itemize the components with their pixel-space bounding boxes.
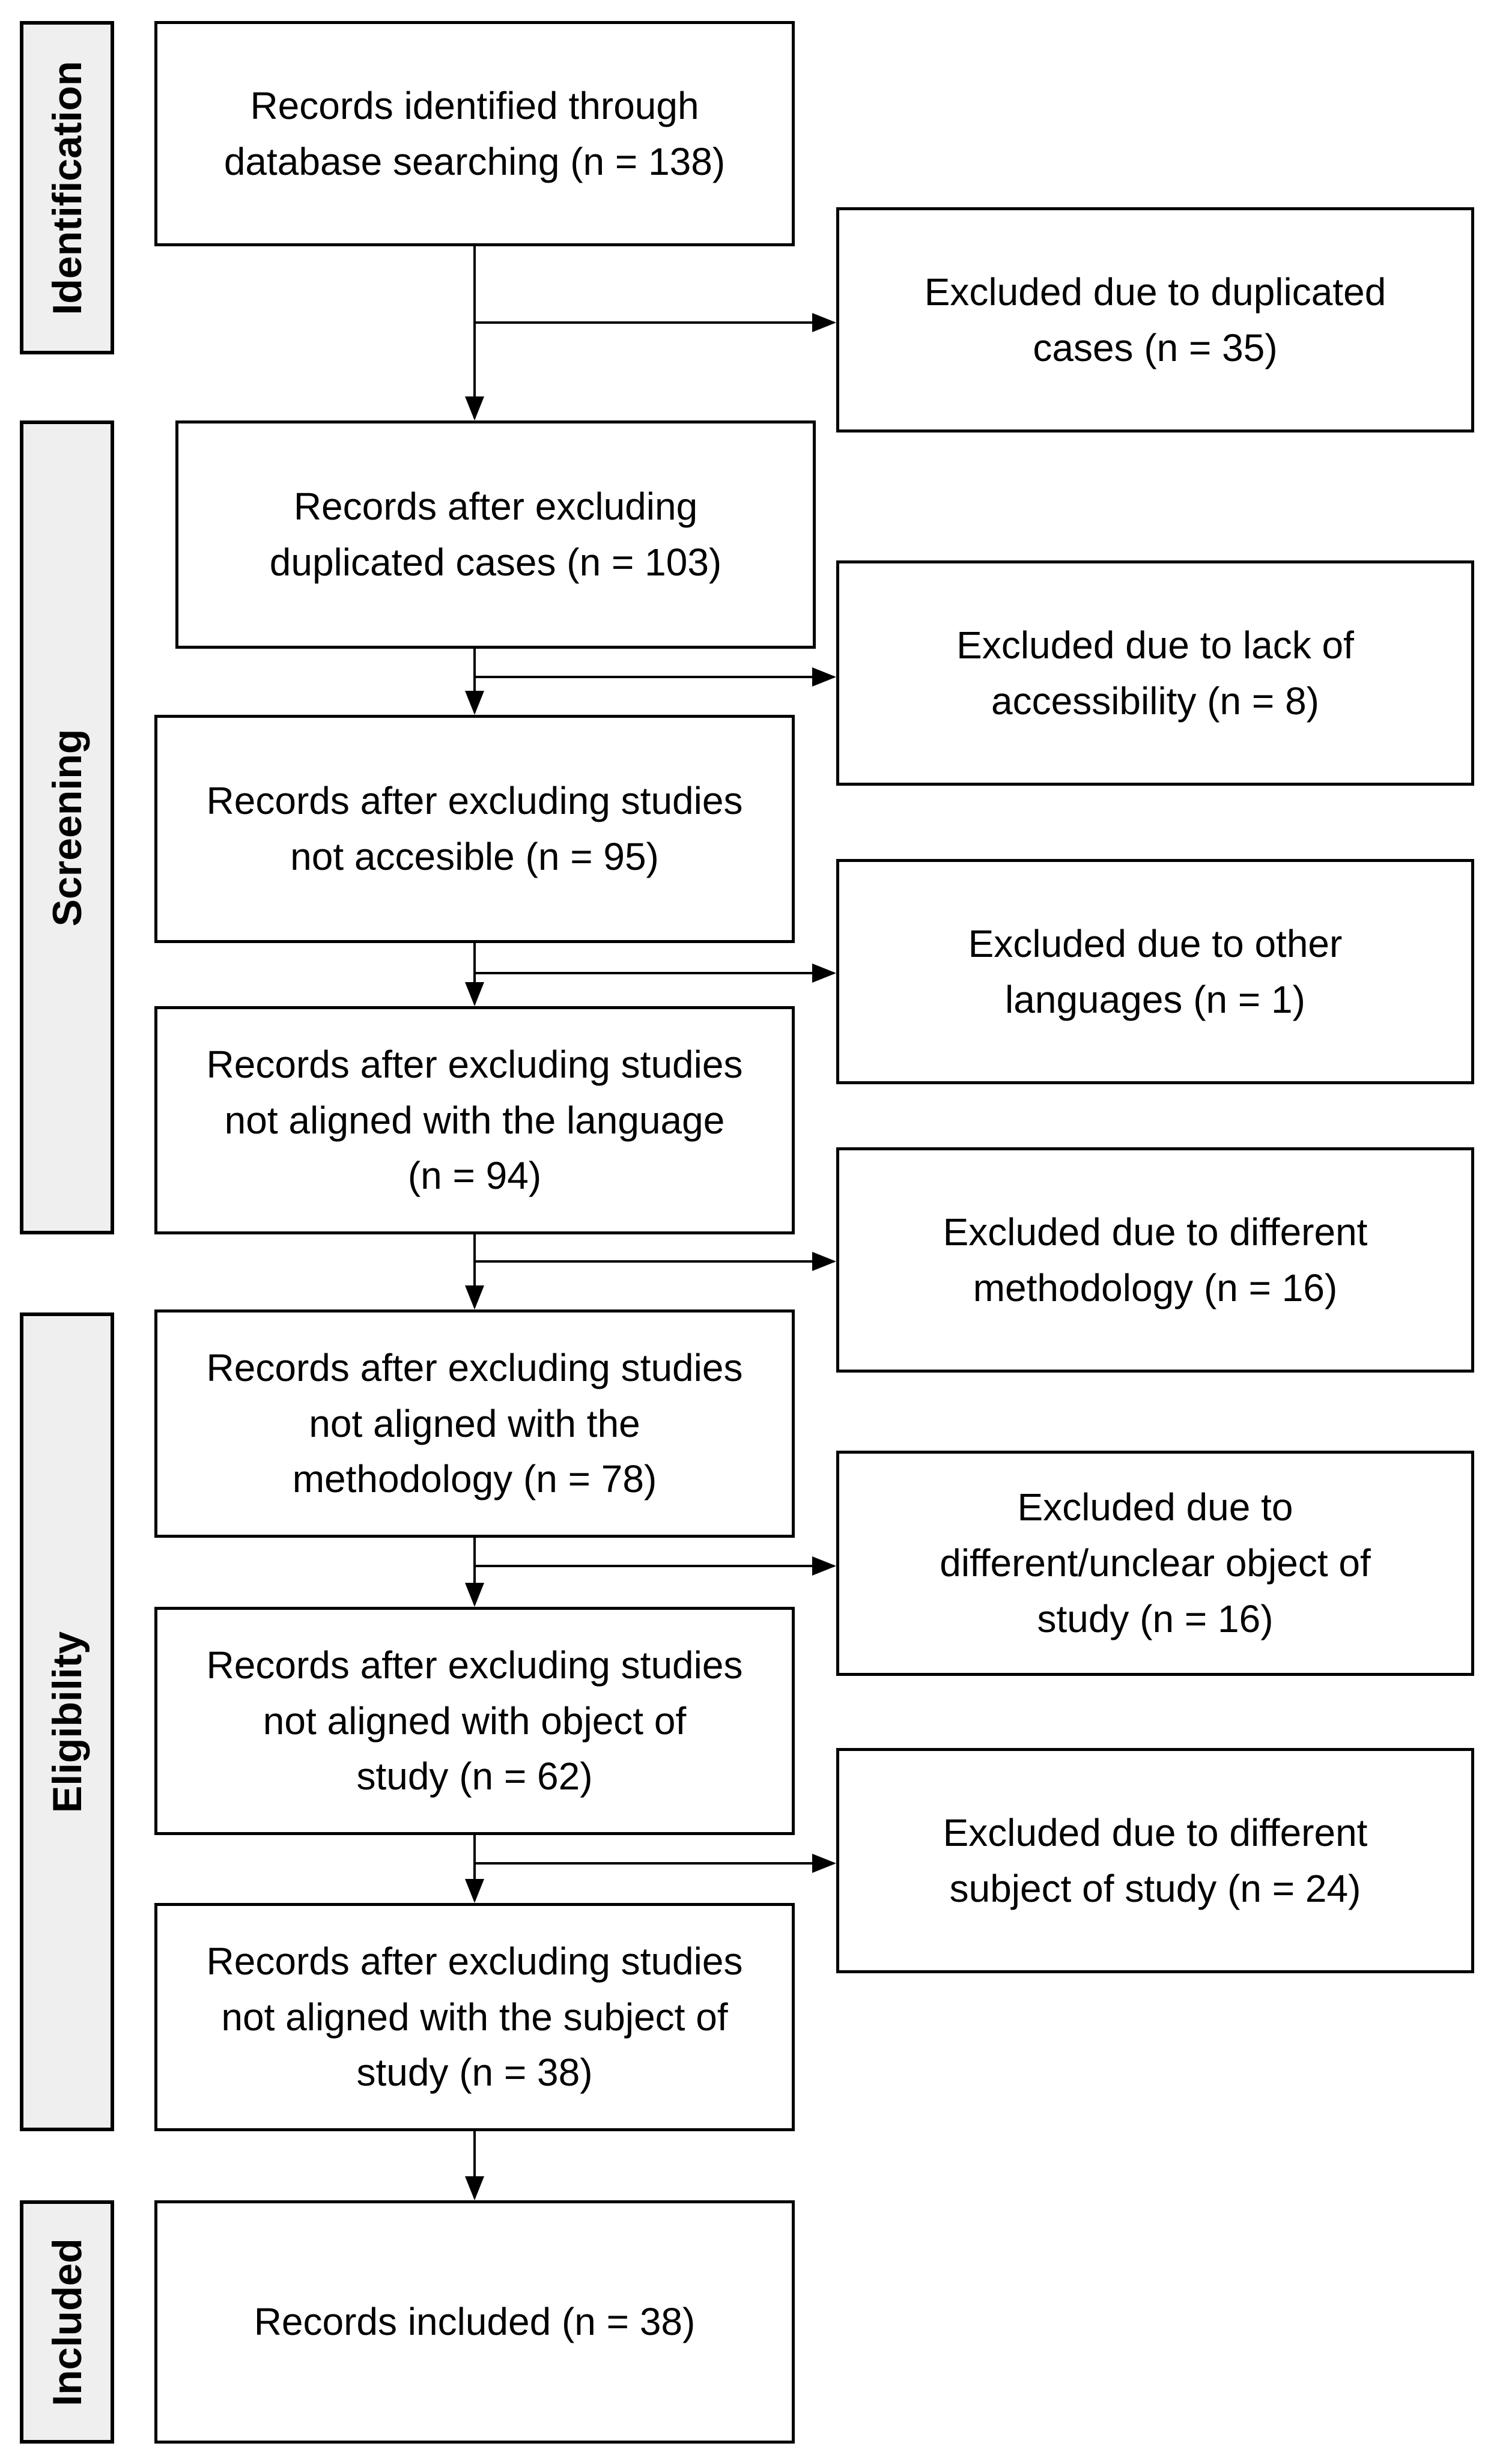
records-after-subject-line-2: not aligned with the subject of — [221, 1995, 728, 2039]
records-identified-line-2: database searching (n = 138) — [223, 139, 726, 183]
excluded-languages-line-1: Excluded due to other — [968, 921, 1343, 965]
records-after-object-line-1: Records after excluding studies — [206, 1643, 743, 1687]
excluded-accessibility-box: Excluded due to lack of accessibility (n… — [836, 560, 1474, 786]
excluded-duplicates-line-2: cases (n = 35) — [1033, 326, 1278, 369]
records-after-object-line-2: not aligned with object of — [263, 1699, 687, 1743]
records-after-object-line-3: study (n = 62) — [356, 1755, 593, 1798]
records-after-duplicates-line-2: duplicated cases (n = 103) — [269, 541, 722, 584]
excluded-languages-line-2: languages (n = 1) — [1005, 977, 1305, 1021]
excluded-subject-line-2: subject of study (n = 24) — [949, 1866, 1361, 1910]
excluded-object-line-2: different/unclear object of — [940, 1541, 1371, 1585]
records-after-duplicates-line-1: Records after excluding — [293, 485, 698, 529]
excluded-accessibility-line-1: Excluded due to lack of — [956, 623, 1354, 667]
records-after-subject-box: Records after excluding studies not alig… — [154, 1903, 795, 2131]
records-after-object-box: Records after excluding studies not alig… — [154, 1607, 795, 1835]
phase-screening: Screening — [20, 420, 114, 1234]
records-included-line-1: Records included (n = 38) — [254, 2300, 696, 2344]
records-identified-box: Records identified through database sear… — [154, 21, 795, 246]
records-after-methodology-line-1: Records after excluding studies — [206, 1346, 743, 1389]
excluded-object-line-3: study (n = 16) — [1037, 1597, 1274, 1640]
records-after-language-box: Records after excluding studies not alig… — [154, 1006, 795, 1234]
records-after-language-line-3: (n = 94) — [407, 1154, 542, 1198]
excluded-methodology-line-1: Excluded due to different — [943, 1210, 1368, 1254]
records-after-accessibility-box: Records after excluding studies not acce… — [154, 715, 795, 943]
excluded-subject-box: Excluded due to different subject of stu… — [836, 1748, 1474, 1973]
excluded-methodology-box: Excluded due to different methodology (n… — [836, 1147, 1474, 1373]
phase-identification: Identification — [20, 21, 114, 354]
records-after-duplicates-box: Records after excluding duplicated cases… — [175, 420, 816, 649]
records-identified-line-1: Records identified through — [250, 83, 699, 127]
excluded-object-box: Excluded due to different/unclear object… — [836, 1451, 1474, 1676]
excluded-subject-line-1: Excluded due to different — [943, 1810, 1368, 1854]
records-after-subject-line-3: study (n = 38) — [356, 2051, 593, 2095]
records-included-box: Records included (n = 38) — [154, 2200, 795, 2444]
phase-eligibility: Eligibility — [20, 1312, 114, 2131]
excluded-object-line-1: Excluded due to — [1017, 1485, 1293, 1529]
records-after-accessibility-line-2: not accesible (n = 95) — [290, 835, 659, 878]
records-after-subject-line-1: Records after excluding studies — [206, 1939, 743, 1983]
excluded-languages-box: Excluded due to other languages (n = 1) — [836, 859, 1474, 1084]
excluded-duplicates-box: Excluded due to duplicated cases (n = 35… — [836, 207, 1474, 432]
records-after-language-line-1: Records after excluding studies — [206, 1042, 743, 1086]
excluded-accessibility-line-2: accessibility (n = 8) — [991, 679, 1319, 723]
records-after-methodology-box: Records after excluding studies not alig… — [154, 1309, 795, 1538]
records-after-accessibility-line-1: Records after excluding studies — [206, 779, 743, 823]
records-after-language-line-2: not aligned with the language — [224, 1098, 725, 1142]
records-after-methodology-line-2: not aligned with the — [309, 1401, 640, 1445]
records-after-methodology-line-3: methodology (n = 78) — [292, 1457, 657, 1501]
phase-included: Included — [20, 2200, 114, 2444]
excluded-methodology-line-2: methodology (n = 16) — [973, 1266, 1338, 1309]
excluded-duplicates-line-1: Excluded due to duplicated — [924, 270, 1386, 314]
